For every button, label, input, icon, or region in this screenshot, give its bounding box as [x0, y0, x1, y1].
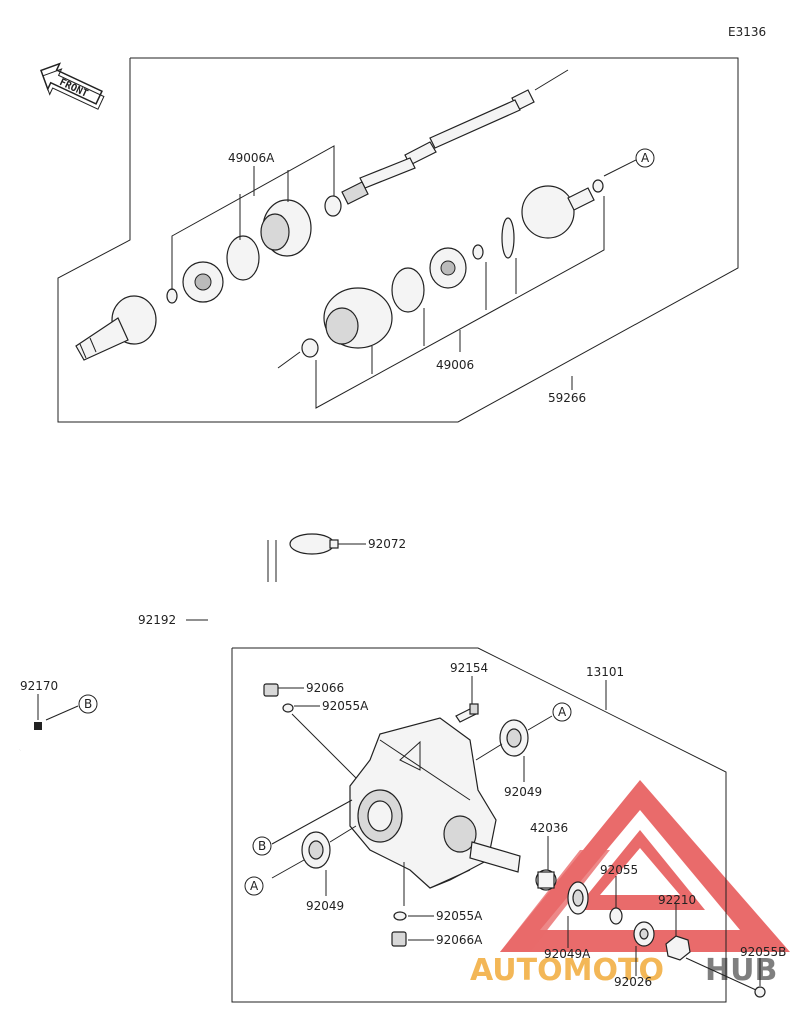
oring-92055B	[754, 986, 766, 998]
final-gear-case	[349, 717, 521, 889]
svg-text:B: B	[258, 839, 266, 853]
label-92055A-top: 92055A	[322, 699, 369, 713]
label-92049A: 92049A	[544, 947, 591, 961]
ref-a-lower: A	[244, 876, 264, 896]
oring-92055A-bottom	[393, 911, 407, 921]
diagram-code: E3136	[728, 25, 766, 39]
label-13101: 13101	[586, 665, 624, 679]
clip-92170	[34, 722, 42, 730]
oring-92055	[609, 907, 623, 925]
label-92066A: 92066A	[436, 933, 483, 947]
axle-shaft	[341, 69, 569, 205]
front-arrow-icon: FRONT	[40, 62, 105, 110]
label-92049-right: 92049	[504, 785, 542, 799]
hose-clamp	[289, 533, 339, 555]
ref-b-lower: B	[252, 836, 272, 856]
ref-a-right: A	[552, 702, 572, 722]
svg-text:A: A	[250, 879, 259, 893]
svg-text:A: A	[641, 151, 650, 165]
washer-92026	[633, 921, 655, 947]
label-92154: 92154	[450, 661, 488, 675]
svg-text:A: A	[558, 705, 567, 719]
breather-hose	[18, 484, 277, 772]
plug-92066	[263, 683, 279, 697]
oring-92055A-top	[282, 703, 294, 713]
seal-92049-right	[499, 719, 529, 757]
plug-92066A	[391, 931, 407, 947]
label-59266: 59266	[548, 391, 586, 405]
bolt-92154	[455, 703, 479, 723]
label-92055: 92055	[600, 863, 638, 877]
ref-a-upper: A	[635, 148, 655, 168]
label-49006: 49006	[436, 358, 474, 372]
seal-92049-left	[301, 831, 331, 869]
label-92192: 92192	[138, 613, 176, 627]
bushing-42036	[535, 869, 557, 891]
gear-case-border	[231, 647, 727, 1003]
outer-cv-joint	[75, 295, 157, 361]
label-42036: 42036	[530, 821, 568, 835]
seal-92049A	[567, 881, 589, 915]
label-92055A-bottom: 92055A	[436, 909, 483, 923]
label-49006A: 49006A	[228, 151, 275, 165]
ref-b-left: B	[78, 694, 98, 714]
label-92072: 92072	[368, 537, 406, 551]
label-92066: 92066	[306, 681, 344, 695]
label-92055B: 92055B	[740, 945, 786, 959]
shaft-assembly-border	[57, 57, 739, 423]
label-92170: 92170	[20, 679, 58, 693]
svg-text:B: B	[84, 697, 92, 711]
label-92026: 92026	[614, 975, 652, 989]
watermark-text: AUTOMOTO	[470, 953, 664, 988]
label-92049-left: 92049	[306, 899, 344, 913]
svg-text:HUB: HUB	[705, 953, 777, 988]
boot-assembly-upper	[166, 195, 342, 304]
label-92210: 92210	[658, 893, 696, 907]
boot-assembly-lower	[277, 179, 604, 369]
